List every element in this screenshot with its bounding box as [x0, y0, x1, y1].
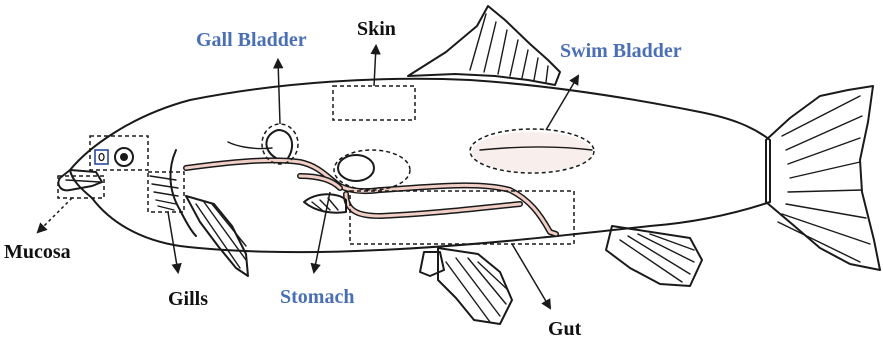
- eye: [115, 148, 133, 166]
- label-swim-bladder: Swim Bladder: [560, 40, 682, 62]
- ventral-fin: [420, 252, 444, 276]
- gall-bladder-arrow: [278, 60, 280, 124]
- label-stomach: Stomach: [280, 286, 354, 308]
- mouth: [58, 170, 102, 190]
- gall-bladder-organ: [228, 130, 292, 158]
- skin-region-box: [333, 86, 415, 120]
- label-gut: Gut: [548, 318, 582, 340]
- stomach-arrow: [314, 192, 330, 272]
- label-gills: Gills: [168, 288, 208, 310]
- nostril: [95, 150, 108, 164]
- stomach-region: [334, 150, 410, 190]
- mucosa-arrow: [38, 198, 72, 232]
- tail-fin: [766, 86, 880, 270]
- label-gall-bladder: Gall Bladder: [196, 29, 307, 51]
- labels: Gall Bladder Skin Swim Bladder Mucosa Gi…: [4, 18, 682, 340]
- stomach-organ: [338, 155, 374, 181]
- label-skin: Skin: [357, 18, 396, 40]
- pelvic-fin: [438, 248, 512, 324]
- label-mucosa: Mucosa: [4, 241, 71, 263]
- gill-cover: [150, 150, 196, 236]
- dorsal-fin: [408, 6, 560, 85]
- gut-arrow: [512, 244, 550, 308]
- swim-bladder-organ: [472, 132, 592, 172]
- fish-body: [70, 79, 770, 252]
- gills-arrow: [168, 212, 178, 272]
- anal-fin: [606, 226, 702, 286]
- digestive-tract: [186, 160, 556, 234]
